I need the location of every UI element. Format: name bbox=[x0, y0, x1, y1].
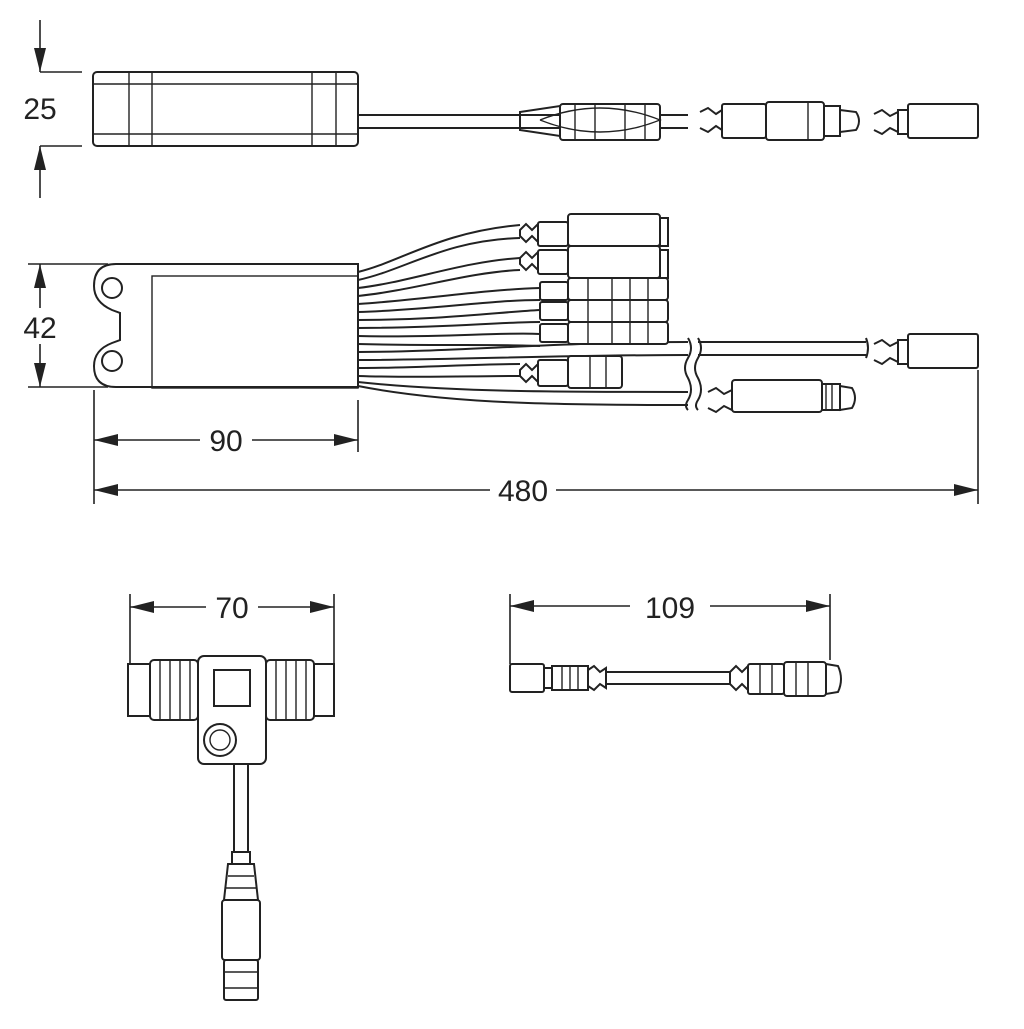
dimension-70: 70 bbox=[129, 592, 335, 664]
dimension-480: 480 bbox=[94, 370, 979, 508]
connector-stack bbox=[519, 213, 669, 389]
t-end-left bbox=[127, 663, 151, 717]
dimension-42: 42 bbox=[22, 263, 108, 388]
dimension-label-480: 480 bbox=[498, 475, 548, 508]
housing-side bbox=[92, 71, 359, 147]
dimension-label-25: 25 bbox=[23, 93, 56, 126]
connector-male-plan bbox=[707, 379, 856, 414]
t-label-window bbox=[213, 669, 251, 707]
mounting-hole-bottom bbox=[101, 350, 123, 372]
t-screw-head bbox=[203, 723, 237, 757]
dimension-90: 90 bbox=[93, 390, 359, 504]
dimension-label-109: 109 bbox=[645, 592, 695, 625]
dimension-109: 109 bbox=[509, 592, 831, 664]
dimension-label-90: 90 bbox=[209, 425, 242, 458]
adapter-female-end bbox=[509, 663, 545, 693]
t-end-right bbox=[313, 663, 335, 717]
cable-bundle bbox=[357, 224, 689, 406]
t-connector bbox=[127, 655, 335, 1001]
adapter-male-end bbox=[783, 661, 827, 697]
t-body bbox=[197, 655, 267, 765]
connector-female-top bbox=[873, 103, 979, 139]
dimension-25: 25 bbox=[23, 20, 82, 198]
adapter-cable bbox=[509, 661, 842, 697]
dimension-label-42: 42 bbox=[23, 312, 56, 345]
connector-female-plan bbox=[873, 333, 979, 369]
dimension-label-70: 70 bbox=[215, 592, 248, 625]
plan-view bbox=[92, 213, 979, 414]
t-drop-connector bbox=[221, 899, 261, 961]
housing-plan bbox=[92, 263, 359, 388]
connector-male-top bbox=[699, 101, 860, 141]
top-side-view bbox=[92, 71, 979, 147]
mounting-hole-top bbox=[101, 277, 123, 299]
